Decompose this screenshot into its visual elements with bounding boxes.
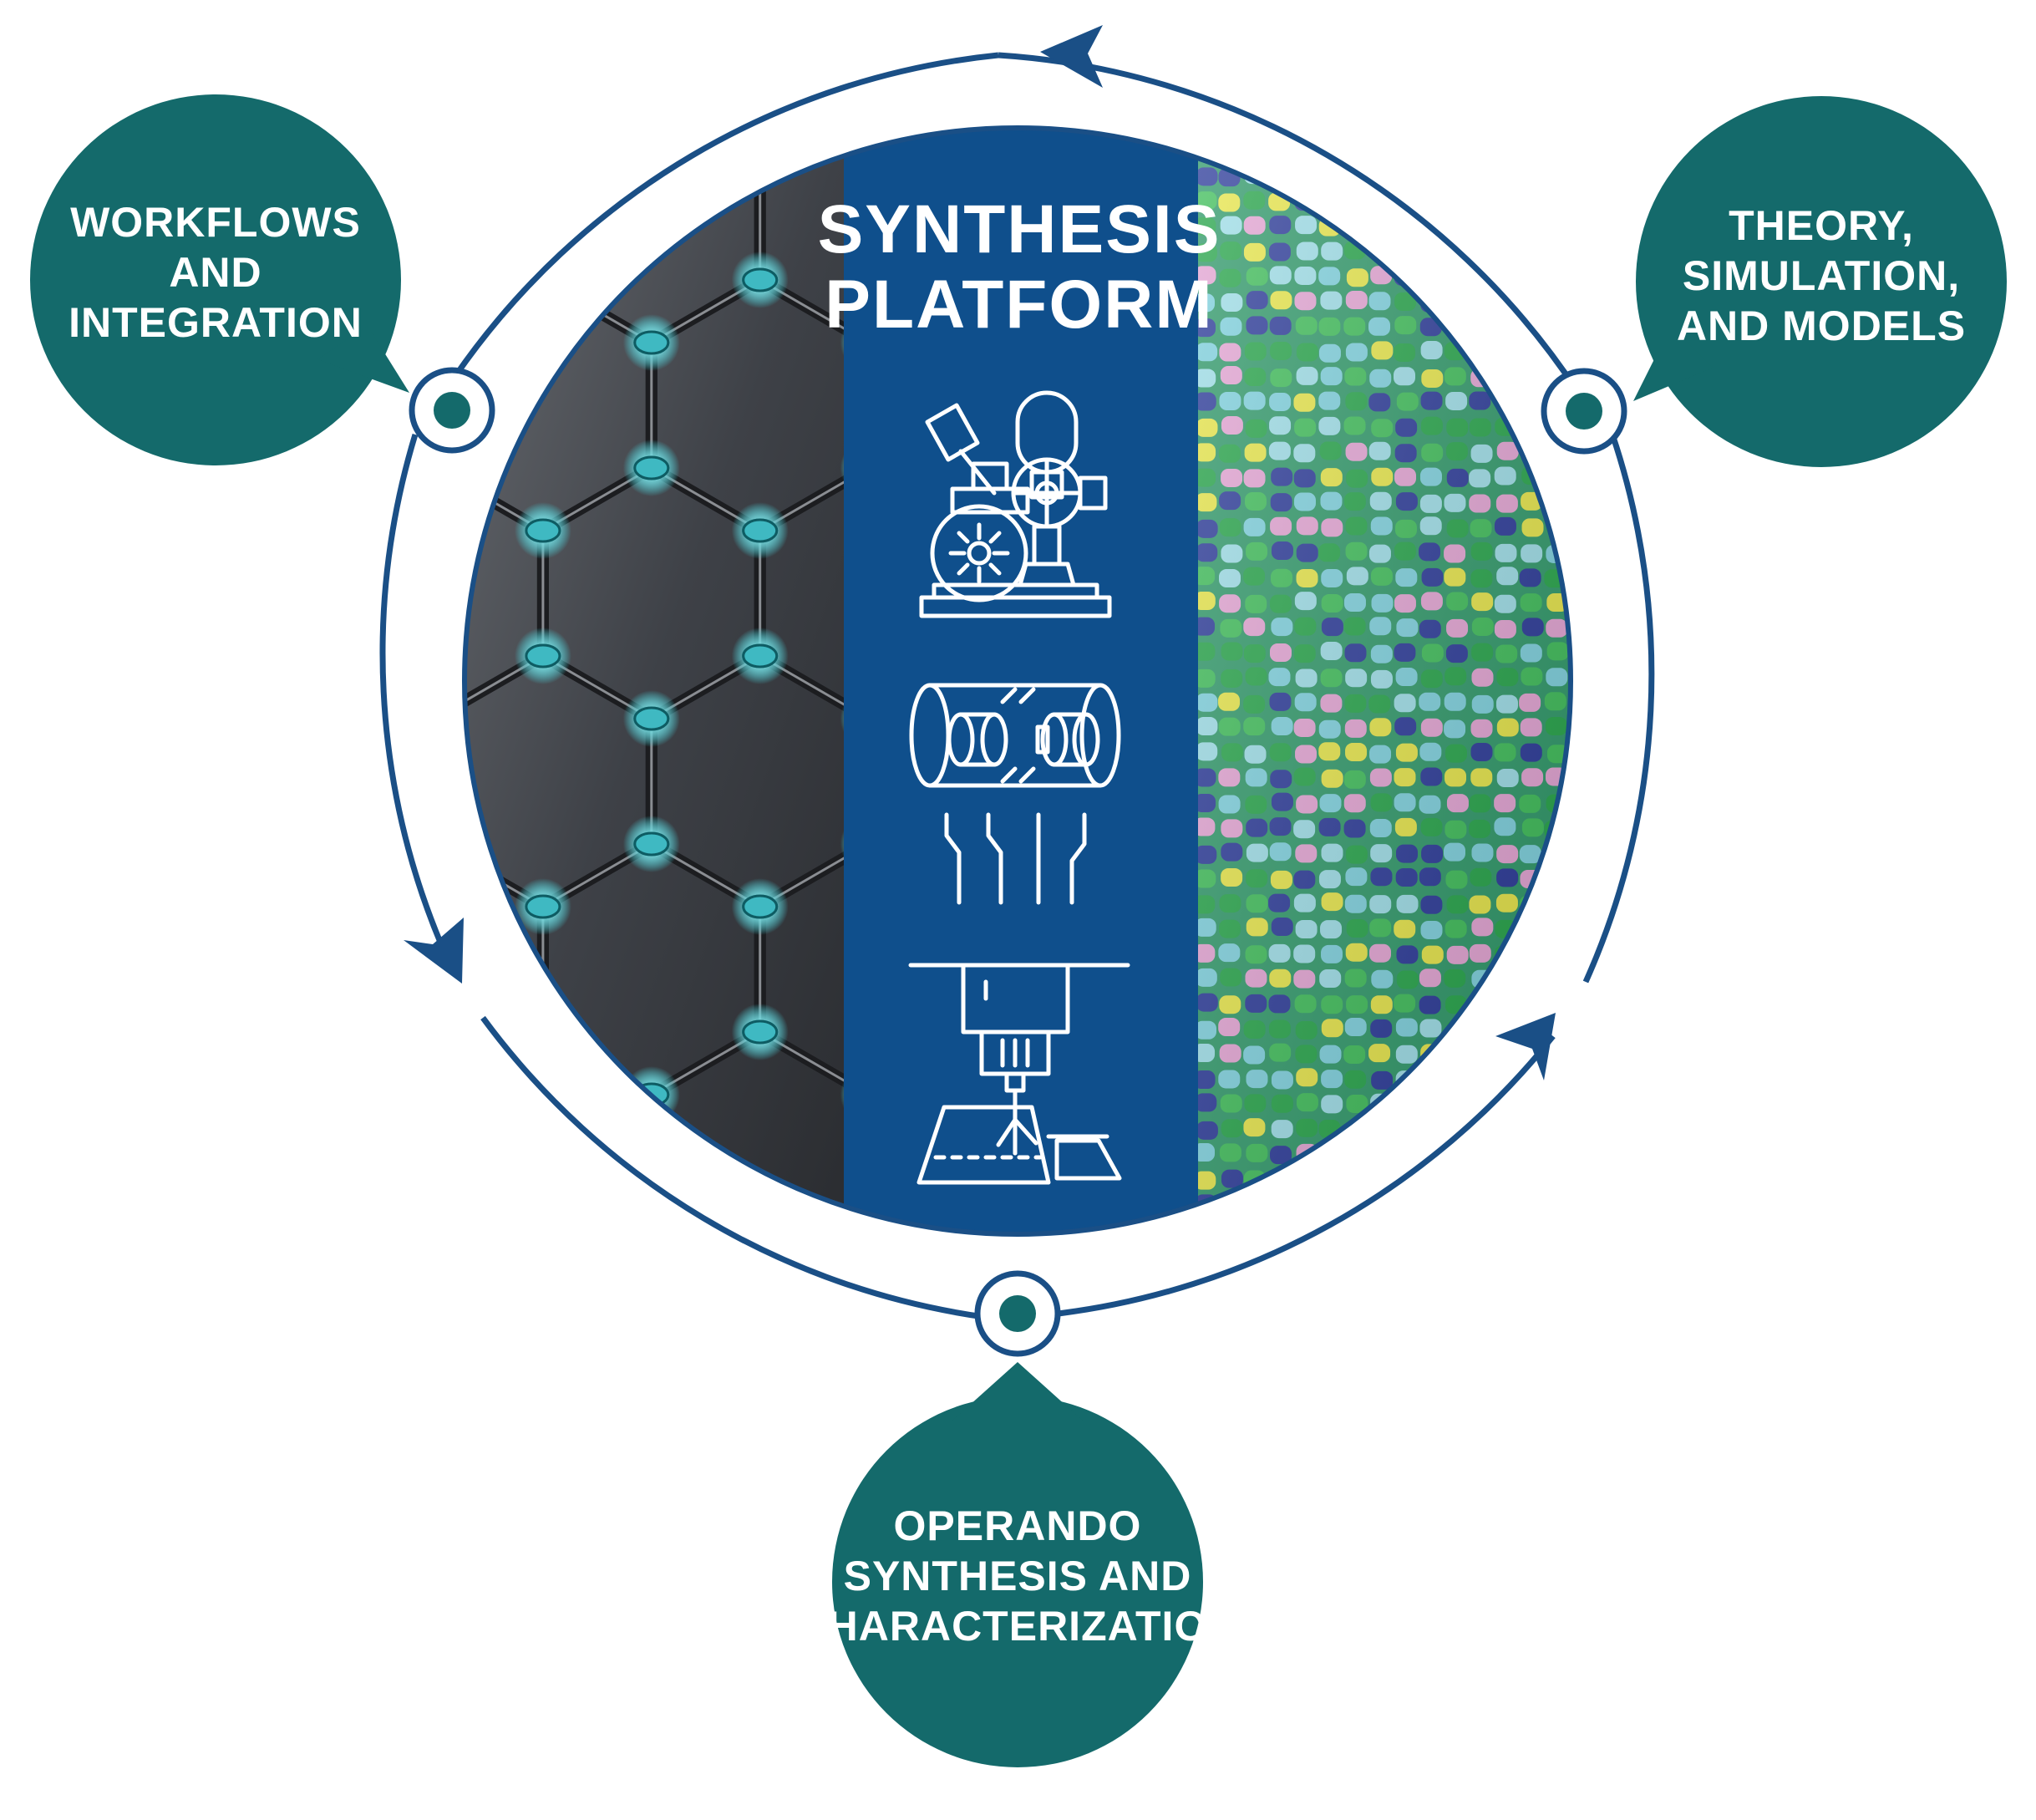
bubble-workflows-line2: AND	[169, 249, 261, 296]
bubble-theory-line2: SIMULATION,	[1683, 252, 1960, 299]
bubble-operando-line3: CHARACTERIZATION	[797, 1603, 1239, 1650]
bubble-workflows[interactable]: WORKFLOWS AND INTEGRATION	[30, 94, 409, 465]
bubble-operando-line2: SYNTHESIS AND	[844, 1553, 1192, 1599]
node-marker-workflows[interactable]	[409, 367, 495, 454]
laser-deposition-icon	[908, 963, 1130, 1185]
platform-title-line1: SYNTHESIS	[818, 191, 1221, 267]
reactor-cylinder-icon	[909, 683, 1121, 905]
bubble-operando-line1: OPERANDO	[894, 1502, 1142, 1549]
arrow-left-icon	[404, 918, 464, 984]
bubble-theory-line1: THEORY,	[1729, 202, 1914, 249]
arrow-top-icon	[1040, 25, 1103, 88]
arrow-right-icon	[1495, 1013, 1556, 1080]
bubble-operando[interactable]: OPERANDO SYNTHESIS AND CHARACTERIZATION	[797, 1362, 1239, 1767]
microscope-apparatus-icon	[919, 390, 1112, 618]
node-marker-theory[interactable]	[1541, 368, 1627, 455]
bubble-theory-line3: AND MODELS	[1677, 302, 1966, 349]
material-mosaic-image	[1193, 128, 1571, 1234]
bubble-workflows-line3: INTEGRATION	[69, 299, 363, 346]
node-marker-operando[interactable]	[974, 1270, 1061, 1357]
center-panel	[844, 128, 1198, 1234]
cycle-ring	[379, 52, 1655, 1320]
bubble-theory[interactable]: THEORY, SIMULATION, AND MODELS	[1633, 96, 2007, 467]
bubble-workflows-line1: WORKFLOWS	[70, 199, 361, 246]
platform-title-line2: PLATFORM	[825, 267, 1213, 343]
